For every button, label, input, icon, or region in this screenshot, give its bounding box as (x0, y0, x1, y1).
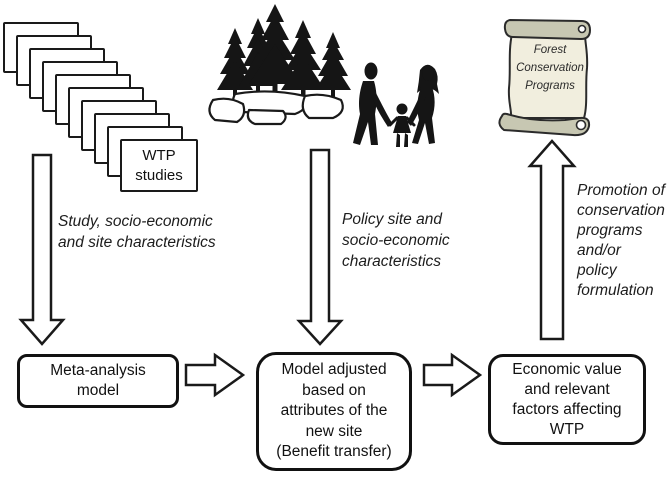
annotation-policy-inputs: Policy site and socio-economic character… (342, 211, 450, 270)
down-arrow-policy-site (296, 148, 344, 346)
box-meta-analysis-model: Meta-analysis model (17, 354, 179, 408)
family-icon (353, 62, 439, 147)
up-arrow-promotion (527, 139, 577, 341)
scroll-icon (498, 18, 592, 137)
scroll-top-curl (577, 24, 587, 34)
rocks-outline (208, 90, 344, 126)
wtp-studies-card: WTP studies (120, 139, 198, 192)
annotation-study-inputs: Study, socio-economic and site character… (58, 213, 216, 251)
scroll-bottom-roll (498, 112, 591, 137)
tree-silhouettes (217, 4, 351, 102)
scroll-bottom-curl (575, 119, 587, 131)
annotation-promotion-output: Promotion of conservation programs and/o… (577, 182, 665, 299)
right-arrow-model-to-value (422, 352, 483, 398)
box-economic-value: Economic value and relevant factors affe… (488, 354, 646, 445)
box-benefit-transfer: Model adjusted based on attributes of th… (256, 352, 412, 471)
right-arrow-meta-to-model (184, 352, 246, 398)
scroll-label: Forest Conservation Programs (516, 44, 584, 92)
family-silhouettes (353, 62, 439, 147)
down-arrow-studies (18, 153, 66, 346)
scroll-top-roll (503, 18, 592, 41)
wtp-studies-label: WTP studies (135, 146, 183, 184)
pine-trees-icon (208, 4, 351, 126)
